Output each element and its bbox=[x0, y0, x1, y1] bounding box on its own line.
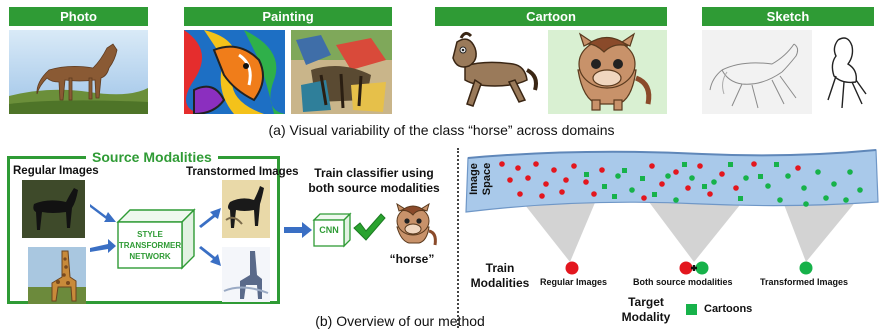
regular-images-label: Regular Images bbox=[13, 165, 99, 177]
check-mark-icon bbox=[353, 213, 386, 241]
section-divider bbox=[457, 148, 459, 328]
domain-header-cartoon: Cartoon bbox=[435, 7, 667, 26]
domain-header-photo: Photo bbox=[9, 7, 148, 26]
domain-header-painting: Painting bbox=[184, 7, 392, 26]
cnn-box bbox=[312, 212, 352, 248]
cnn-label: CNN bbox=[319, 225, 339, 235]
green-squares bbox=[584, 162, 779, 201]
cartoon-horse-image-2 bbox=[548, 30, 667, 114]
target-modality-label: Target Modality bbox=[621, 295, 671, 324]
cartoons-label: Cartoons bbox=[704, 303, 753, 315]
caption-b: (b) Overview of our method bbox=[315, 313, 485, 329]
caption-a: (a) Visual variability of the class “hor… bbox=[268, 122, 615, 138]
arrow-regular-to-style-1 bbox=[90, 204, 116, 222]
painting-horse-image-2 bbox=[291, 30, 392, 114]
arrow-regular-to-style-2 bbox=[90, 239, 116, 253]
domain-header-sketch: Sketch bbox=[702, 7, 874, 26]
red-points bbox=[499, 161, 801, 201]
cartoons-square-icon bbox=[686, 304, 697, 315]
sketch-horse-image-2 bbox=[818, 30, 874, 114]
train-modalities-label: Train Modalities bbox=[470, 261, 530, 290]
regular-horse-photo bbox=[22, 180, 85, 238]
arrow-to-cnn bbox=[284, 222, 312, 238]
arrow-style-to-transformed-1 bbox=[199, 208, 221, 228]
green-points bbox=[615, 169, 863, 207]
source-modalities-title: Source Modalities bbox=[86, 149, 218, 165]
sketch-horse-image-1 bbox=[702, 30, 812, 114]
regular-images-modality-label: Regular Images bbox=[540, 277, 608, 287]
transformed-horse-image bbox=[222, 180, 270, 238]
cartoon-horse-image-1 bbox=[435, 30, 544, 114]
transformed-images-modality-label: Transformed Images bbox=[760, 277, 849, 287]
style-transformer-label: STYLE TRANSFORMER NETWORK bbox=[118, 230, 182, 261]
both-modalities-label: Both source modalities bbox=[633, 277, 733, 287]
train-classifier-text: Train classifier using both source modal… bbox=[308, 166, 440, 195]
transformed-giraffe-image bbox=[222, 247, 270, 302]
arrow-style-to-transformed-2 bbox=[199, 246, 221, 266]
photo-horse-image bbox=[9, 30, 148, 114]
transformed-images-label: Transtormed Images bbox=[186, 166, 299, 178]
regular-giraffe-photo bbox=[28, 247, 86, 304]
image-space-label: Image Space bbox=[468, 162, 493, 196]
image-space-diagram bbox=[465, 149, 879, 275]
prediction-label: “horse” bbox=[389, 252, 435, 266]
painting-horse-image-1 bbox=[184, 30, 285, 114]
predicted-cartoon-horse-icon bbox=[396, 203, 437, 246]
style-transformer-box bbox=[116, 208, 196, 270]
